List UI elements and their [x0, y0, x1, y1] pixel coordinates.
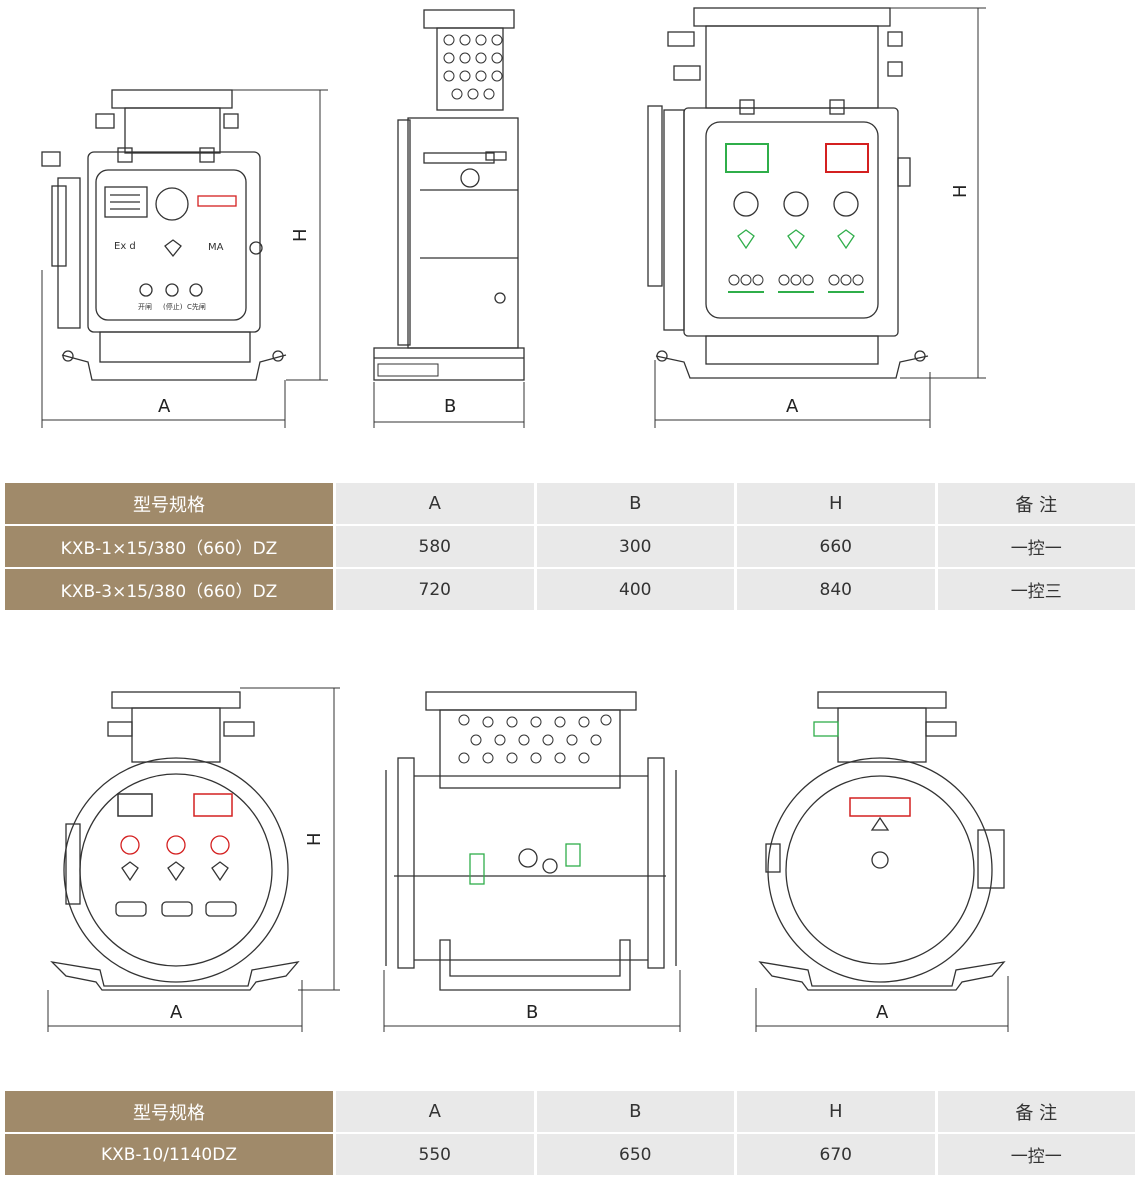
spec-table-bottom: 型号规格 A B H 备 注 KXB-10/1140DZ 550 650 670…: [2, 1089, 1138, 1177]
header-remark: 备 注: [937, 1091, 1135, 1132]
side-view-round: [385, 691, 677, 991]
front-view-triple: [647, 7, 929, 379]
table-row: KXB-1×15/380（660）DZ 580 300 660 一控一: [5, 526, 1135, 567]
header-a: A: [336, 483, 534, 524]
header-remark: 备 注: [937, 483, 1135, 524]
cell-a: 550: [336, 1134, 534, 1175]
cell-remark: 一控一: [937, 1134, 1135, 1175]
btn1-label: 开闸: [138, 303, 152, 311]
dim-b-side: B: [444, 396, 456, 417]
table-row: KXB-3×15/380（660）DZ 720 400 840 一控三: [5, 569, 1135, 610]
dim-h-round: H: [304, 832, 325, 846]
dim-h-left: H: [290, 228, 311, 242]
cell-model: KXB-1×15/380（660）DZ: [5, 526, 333, 567]
back-view-round: [758, 691, 1006, 991]
dim-a-right: A: [786, 396, 799, 417]
front-view-round: [50, 691, 300, 991]
cell-h: 840: [737, 569, 935, 610]
btn3-label: C先闸: [187, 302, 206, 311]
cell-h: 660: [737, 526, 935, 567]
table-header-row: 型号规格 A B H 备 注: [5, 1091, 1135, 1132]
top-drawings: Ex d MA 开闸 (停止) C先闸 A H: [0, 0, 1140, 440]
header-model: 型号规格: [5, 483, 333, 524]
btn2-label: (停止): [163, 302, 183, 311]
header-model: 型号规格: [5, 1091, 333, 1132]
header-b: B: [536, 483, 734, 524]
spec-table-top: 型号规格 A B H 备 注 KXB-1×15/380（660）DZ 580 3…: [2, 481, 1138, 612]
cell-remark: 一控一: [937, 526, 1135, 567]
cell-remark: 一控三: [937, 569, 1135, 610]
cell-a: 580: [336, 526, 534, 567]
cell-a: 720: [336, 569, 534, 610]
header-h: H: [737, 483, 935, 524]
table-row: KXB-10/1140DZ 550 650 670 一控一: [5, 1134, 1135, 1175]
ma-mark: MA: [208, 242, 224, 253]
ex-mark: Ex d: [114, 241, 136, 252]
dim-b-round-side: B: [526, 1002, 538, 1023]
header-b: B: [536, 1091, 734, 1132]
cell-h: 670: [737, 1134, 935, 1175]
header-a: A: [336, 1091, 534, 1132]
dim-h-right: H: [950, 184, 971, 198]
bottom-drawings: A H B: [0, 670, 1140, 1040]
header-h: H: [737, 1091, 935, 1132]
cell-b: 650: [536, 1134, 734, 1175]
dim-a-round-front: A: [170, 1002, 183, 1023]
dim-a-round-back: A: [876, 1002, 889, 1023]
cell-model: KXB-10/1140DZ: [5, 1134, 333, 1175]
table-header-row: 型号规格 A B H 备 注: [5, 483, 1135, 524]
front-view-single: Ex d MA 开闸 (停止) C先闸: [41, 89, 287, 381]
side-view-single: [373, 9, 525, 381]
dim-a-front: A: [158, 396, 171, 417]
cell-model: KXB-3×15/380（660）DZ: [5, 569, 333, 610]
cell-b: 400: [536, 569, 734, 610]
cell-b: 300: [536, 526, 734, 567]
